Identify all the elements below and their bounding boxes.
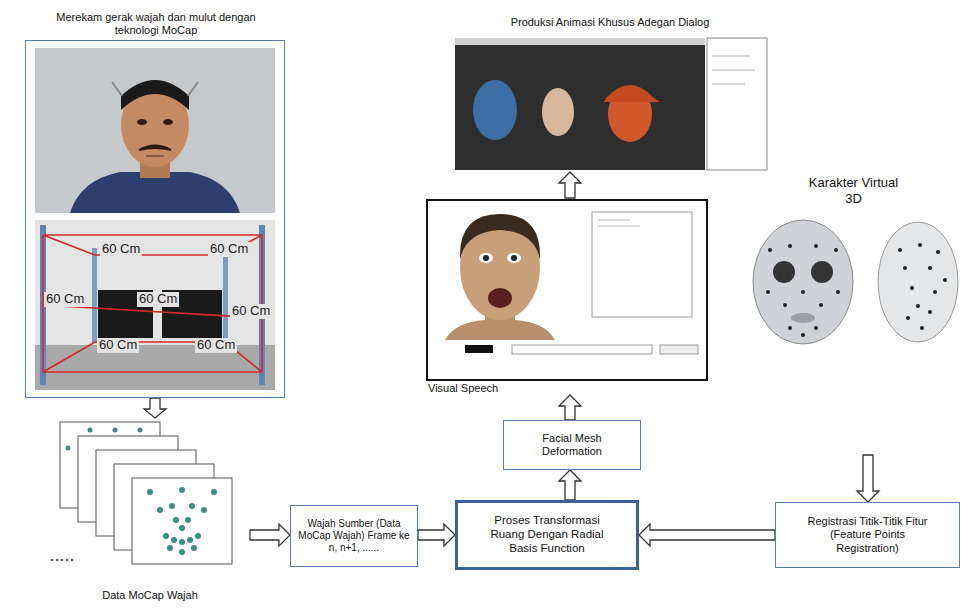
group-heading: Karakter Virtual 3D <box>804 175 904 206</box>
data-caption: Data MoCap Wajah <box>50 589 250 602</box>
dimension-label: 60 Cm <box>230 304 272 319</box>
character-faces <box>753 220 958 344</box>
block-arrow <box>559 470 581 500</box>
block-arrow <box>250 524 290 546</box>
process-box: Wajah Sumber (Data MoCap Wajah) Frame ke… <box>290 505 418 567</box>
dimension-label: 60 Cm <box>97 338 139 353</box>
actor-photo <box>35 48 275 213</box>
box-label: Wajah Sumber (Data MoCap Wajah) Frame ke… <box>291 518 417 554</box>
mocap-data: Data MoCap Wajah <box>50 418 250 602</box>
visual-speech-window <box>427 200 707 380</box>
capture-panel: Merekam gerak wajah dan mulut dengan tek… <box>25 40 285 398</box>
dimension-label: 60 Cm <box>100 242 142 257</box>
animation-window: Produksi Animasi Khusus Adegan Dialog <box>450 16 770 172</box>
block-arrow <box>144 398 166 418</box>
mocap-rig <box>35 220 275 390</box>
dimension-label: 60 Cm <box>137 292 179 307</box>
box-label: Registrasi Titik-Titik Fitur (Feature Po… <box>776 515 959 555</box>
window-heading: Produksi Animasi Khusus Adegan Dialog <box>460 16 760 29</box>
process-box: Facial Mesh Deformation <box>503 420 641 470</box>
mocap-frames <box>51 422 232 564</box>
window-caption: Visual Speech <box>428 382 498 395</box>
block-arrow <box>559 395 581 420</box>
dimension-label: 60 Cm <box>208 242 250 257</box>
dimension-label: 60 Cm <box>44 292 86 307</box>
box-label: Proses Transformasi Ruang Dengan Radial … <box>458 514 636 555</box>
speech-window: Visual Speech <box>425 198 710 395</box>
dimension-label: 60 Cm <box>195 338 237 353</box>
block-arrow <box>418 524 455 546</box>
character-group: Karakter Virtual 3D <box>745 175 962 455</box>
animation-screenshot <box>455 38 767 170</box>
process-box: Proses Transformasi Ruang Dengan Radial … <box>455 500 639 570</box>
box-label: Facial Mesh Deformation <box>504 432 640 458</box>
process-box: Registrasi Titik-Titik Fitur (Feature Po… <box>775 502 960 568</box>
block-arrow <box>639 524 775 546</box>
block-arrow <box>559 172 581 198</box>
block-arrow <box>857 455 879 502</box>
panel-heading: Merekam gerak wajah dan mulut dengan tek… <box>56 11 256 37</box>
